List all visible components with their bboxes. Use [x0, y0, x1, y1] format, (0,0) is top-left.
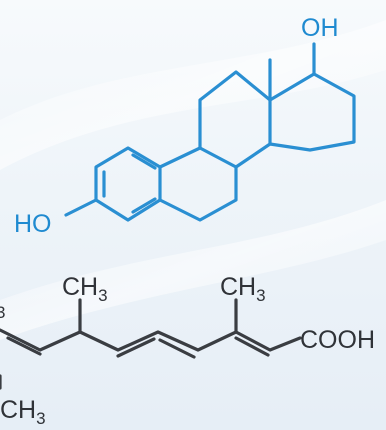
methyl-bottom-label: CH3 [0, 396, 46, 428]
chain-double-bond [158, 338, 196, 359]
methyl-1-label: CH3 [62, 273, 108, 305]
left-partial-subscript: 3 [0, 303, 5, 322]
polyene-chain [0, 298, 302, 390]
methyl-1-sub: 3 [98, 286, 107, 305]
chain-double-bond [116, 337, 156, 358]
chain-backbone [0, 328, 302, 352]
ring-d-bonds [268, 72, 356, 152]
ring-a-double-bond [131, 197, 157, 214]
ho-label: HO [14, 210, 52, 238]
cooh-label: COOH [300, 326, 375, 354]
ring-c-bonds [198, 70, 272, 169]
methyl-2-sub: 3 [256, 286, 265, 305]
ring-a-double-bond [131, 153, 157, 170]
background-swoosh [0, 200, 386, 340]
methyl-bottom-main: CH [0, 396, 36, 424]
chain-double-bond [6, 336, 42, 356]
chain-double-bond [234, 336, 270, 357]
ho-bond [64, 198, 98, 217]
background-swoosh [0, 20, 386, 170]
ring-b-bonds [158, 146, 238, 222]
steroid-molecule [64, 42, 356, 222]
methyl-bottom-sub: 3 [36, 409, 45, 428]
methyl-1-main: CH [62, 273, 98, 301]
methyl-2-label: CH3 [220, 273, 266, 305]
left-partial-label: 3 [0, 303, 5, 322]
methyl-2-main: CH [220, 273, 256, 301]
oh-label: OH [301, 14, 339, 42]
